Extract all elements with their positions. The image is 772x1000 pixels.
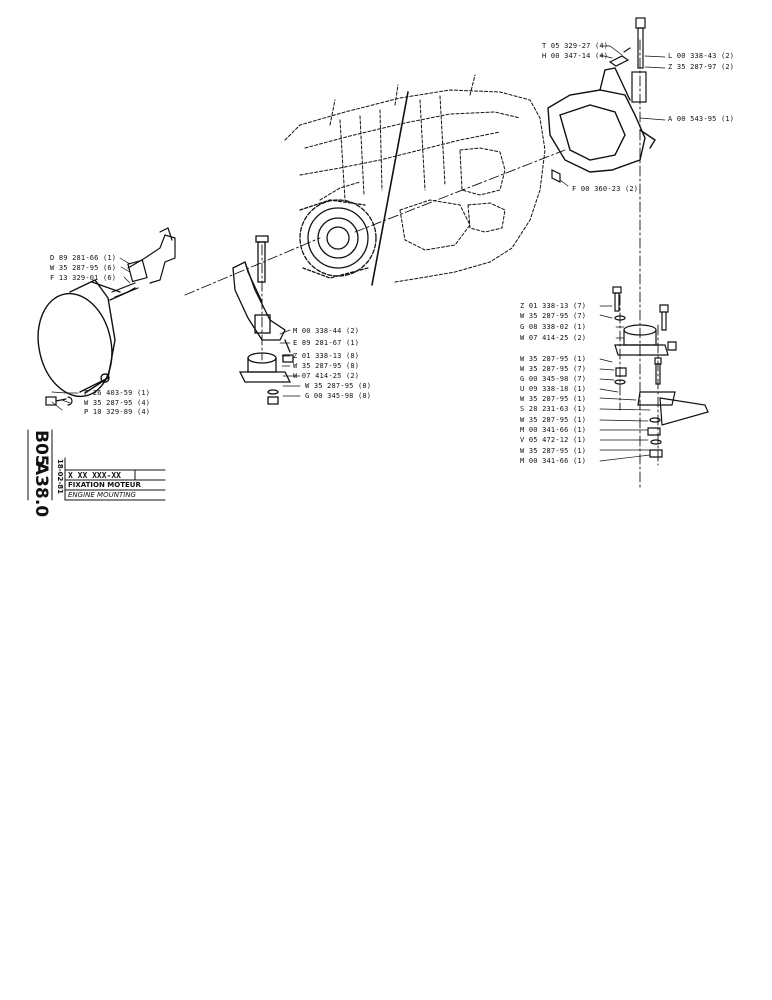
callout-label: Z 01 338-13 (7) <box>520 302 587 310</box>
callout-label: T 05 329-27 (4) <box>542 42 609 50</box>
callout-label: W 35 287-95 (1) <box>520 416 587 424</box>
top-bolt <box>608 17 647 103</box>
callout-label: G 00 345-98 (8) <box>305 392 372 400</box>
right-engine-mount <box>612 286 709 458</box>
callout-label: W 07 414-25 (2) <box>293 372 360 380</box>
title-english: ENGINE MOUNTING <box>68 491 136 499</box>
callout-label: D 89 281-66 (1) <box>50 254 117 262</box>
callout-label: W 35 287-95 (8) <box>293 362 360 370</box>
callout-label: W 35 287-95 (1) <box>520 355 587 363</box>
callout-label: M 00 338-44 (2) <box>293 327 360 335</box>
lamp-assembly <box>37 279 136 398</box>
part-code: X XX XXX-XX <box>68 471 121 480</box>
callout-label: L 00 338-43 (2) <box>668 52 735 60</box>
callout-label: W 35 287-95 (6) <box>50 264 117 272</box>
callout-label: W 35 287-95 (4) <box>84 399 151 407</box>
callout-label: F 00 360-23 (2) <box>572 185 639 193</box>
page-code: A38.0 <box>31 462 51 518</box>
callout-label: F 26 403-59 (1) <box>84 389 151 397</box>
title-french: FIXATION MOTEUR <box>68 481 141 489</box>
engine-outline <box>284 74 546 283</box>
callout-label: W 35 287-95 (1) <box>520 395 587 403</box>
pin <box>551 169 561 183</box>
callout-label: W 35 287-95 (8) <box>305 382 372 390</box>
callout-label: A 00 543-95 (1) <box>668 115 735 123</box>
mid-engine-mount <box>238 339 294 405</box>
callout-label: H 00 347-14 (4) <box>542 52 609 60</box>
mid-bracket <box>232 235 286 341</box>
lamp-screw <box>45 396 73 406</box>
callout-label: W 07 414-25 (2) <box>520 334 587 342</box>
callout-label: E 89 281-67 (1) <box>293 339 360 347</box>
callout-label: M 00 341-66 (1) <box>520 457 587 465</box>
callout-label: U 09 338-18 (1) <box>520 385 587 393</box>
callout-label: Z 01 338-13 (8) <box>293 352 360 360</box>
callout-label: Z 35 287-97 (2) <box>668 63 735 71</box>
date: 18-02-81 <box>56 459 64 495</box>
engine-pulley <box>299 199 377 279</box>
upper-support-bracket <box>547 67 656 173</box>
callout-label: F 13 329-01 (6) <box>50 274 117 282</box>
callout-label: V 05 472-12 (1) <box>520 436 587 444</box>
callout-label: W 35 287-95 (7) <box>520 312 587 320</box>
callout-label: G 08 338-02 (1) <box>520 323 587 331</box>
title-block-frame <box>27 429 166 501</box>
callout-label: W 35 287-95 (1) <box>520 447 587 455</box>
callout-label: G 00 345-98 (7) <box>520 375 587 383</box>
callout-label: S 28 231-63 (1) <box>520 405 587 413</box>
callout-label: W 35 287-95 (7) <box>520 365 587 373</box>
callout-label: P 10 329-89 (4) <box>84 408 151 416</box>
callout-label: M 00 341-66 (1) <box>520 426 587 434</box>
lamp-bracket <box>111 227 176 298</box>
